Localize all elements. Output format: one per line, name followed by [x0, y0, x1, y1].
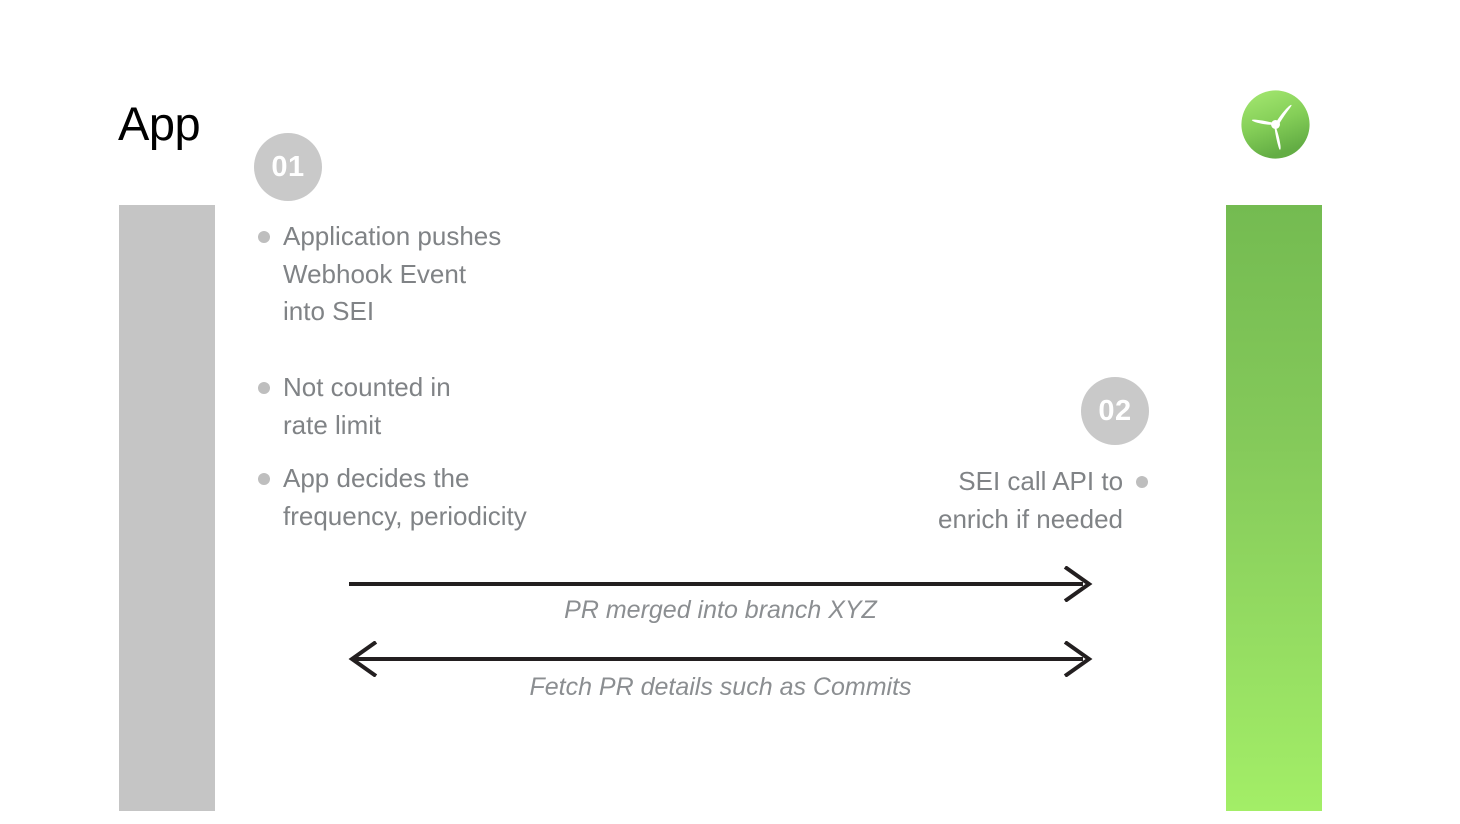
bullet-text: Application pushes Webhook Event into SE… — [283, 221, 502, 326]
bullet-dot-icon — [1136, 476, 1149, 488]
bullet-dot-icon — [258, 473, 270, 485]
step-badge-01: 01 — [254, 133, 322, 201]
step-badge-02: 02 — [1081, 377, 1149, 445]
bullet-item: SEI call API to enrich if needed — [938, 463, 1149, 538]
bullet-dot-icon — [258, 382, 270, 394]
bullet-text: Not counted in rate limit — [283, 372, 451, 440]
bullet-text: App decides the frequency, periodicity — [283, 463, 527, 531]
bullet-item: Application pushes Webhook Event into SE… — [258, 218, 501, 331]
bullet-dot-icon — [258, 231, 270, 243]
bullet-item: App decides the frequency, periodicity — [258, 460, 527, 535]
lane-app — [119, 205, 215, 811]
harness-propeller-logo — [1240, 89, 1311, 160]
lane-sei — [1226, 205, 1322, 811]
page-title: App — [118, 97, 201, 150]
step-badge-01-label: 01 — [271, 150, 305, 183]
bullet-text: SEI call API to enrich if needed — [938, 466, 1124, 534]
bullet-item: Not counted in rate limit — [258, 369, 451, 444]
message-arrow-pr-merged: PR merged into branch XYZ — [348, 566, 1093, 624]
message-arrow-fetch-pr-details: Fetch PR details such as Commits — [348, 641, 1093, 701]
message-arrow-label: Fetch PR details such as Commits — [529, 673, 912, 701]
step-badge-02-label: 02 — [1098, 394, 1132, 427]
message-arrow-label: PR merged into branch XYZ — [564, 596, 877, 624]
